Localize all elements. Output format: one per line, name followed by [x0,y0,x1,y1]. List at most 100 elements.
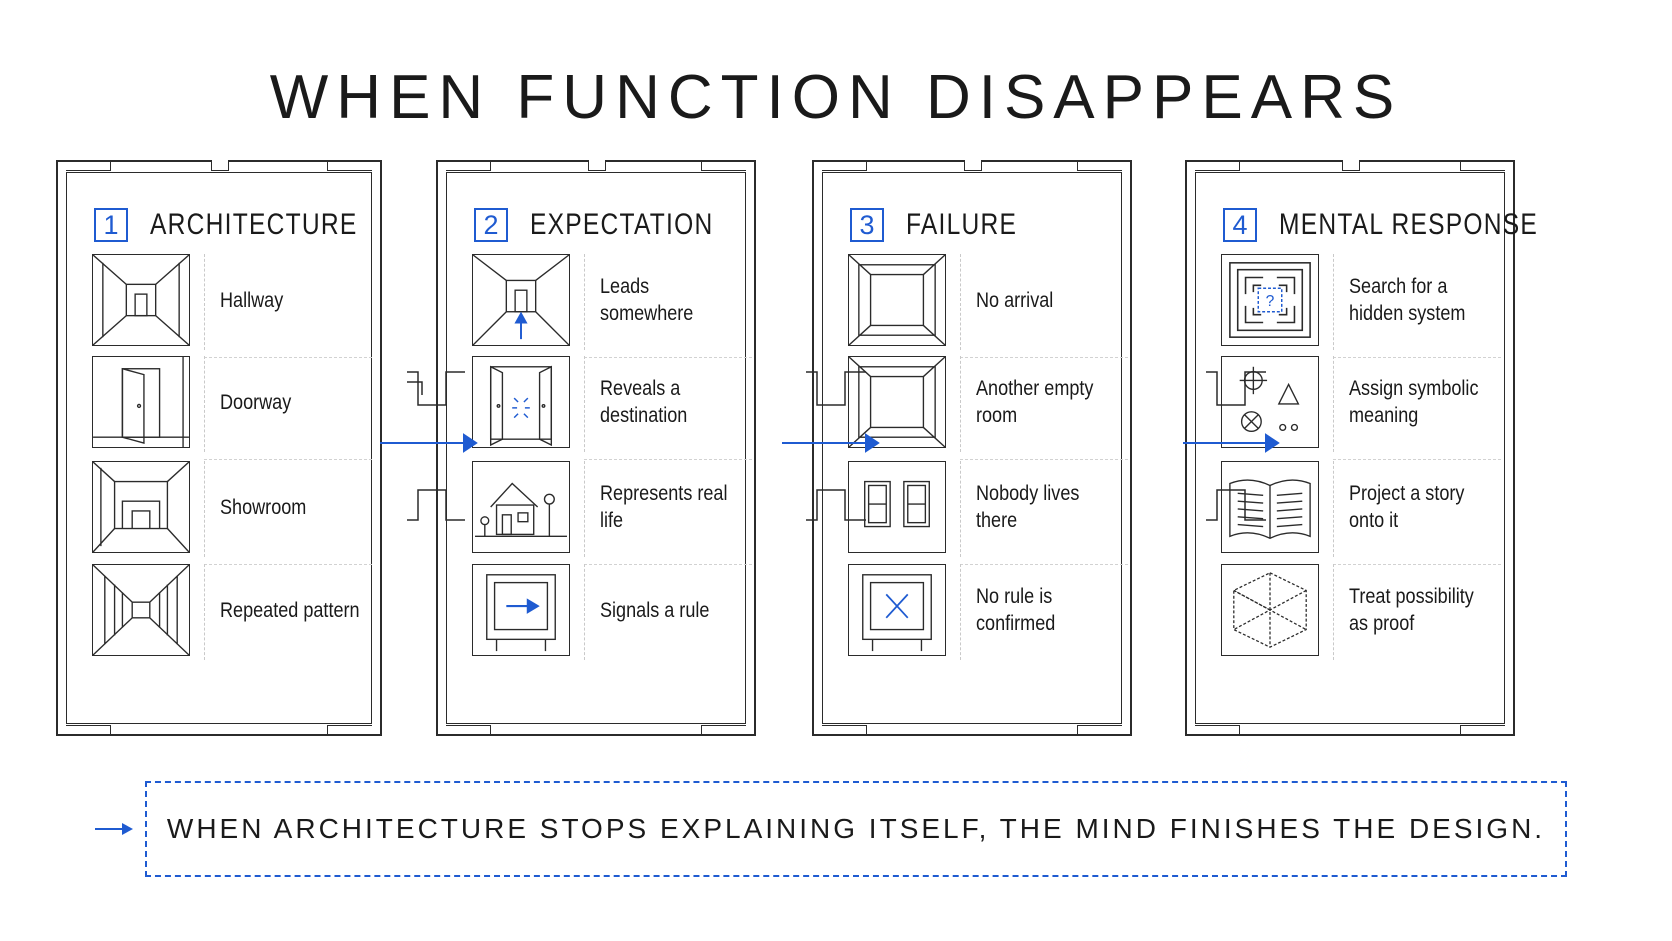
panel-header: 2 EXPECTATION [474,208,754,242]
item-label: Another empty room [976,377,1094,427]
repeated-pattern-icon [92,564,190,656]
windows-icon [848,461,946,553]
frame-corner [1077,725,1122,736]
panel-inner-frame [822,172,1122,724]
stage-title: FAILURE [906,208,1018,241]
hallway-arrow-icon [472,254,570,346]
stage-title: ARCHITECTURE [150,208,358,241]
row-divider [584,357,752,358]
item-divider [584,254,585,350]
row-divider [1333,357,1501,358]
frame-notch [211,160,229,171]
stage-item: Doorway [92,356,372,460]
house-icon [472,461,570,553]
row-divider [960,564,1128,565]
hallway-icon [92,254,190,346]
item-label: Assign symbolic meaning [1349,377,1479,427]
frame-corner [1195,160,1240,171]
stage-item: Project a story onto it [1221,461,1501,565]
frame-corner [327,725,372,736]
item-label: Project a story onto it [1349,482,1465,532]
frame-corner [822,725,867,736]
frame-corner [822,160,867,171]
stage-item: ? Search for a hidden system [1221,254,1501,358]
item-divider [1333,356,1334,452]
item-label: Leads somewhere [600,275,694,325]
frame-notch [964,160,982,171]
stage-item: Signals a rule [472,564,752,660]
row-divider [584,564,752,565]
frame-corner [66,160,111,171]
item-divider [204,564,205,660]
conclusion-banner: WHEN ARCHITECTURE STOPS EXPLAINING ITSEL… [145,781,1567,877]
stage-panel-4: 4 MENTAL RESPONSE ? Search for a hidden s… [1185,160,1537,736]
row-divider [204,564,372,565]
frame-corner [66,725,111,736]
panel-inner-frame [66,172,372,724]
stage-item: No arrival [848,254,1128,358]
item-label: Search for a hidden system [1349,275,1466,325]
frame-corner [446,725,491,736]
banner-arrow-icon [95,823,133,835]
empty-room-icon [848,356,946,448]
symbols-icon [1221,356,1319,448]
panel-header: 1 ARCHITECTURE [94,208,403,242]
panel-inner-frame [1195,172,1505,724]
stage-panel-2: 2 EXPECTATION Leads somewhere Reveals a … [436,160,756,736]
stage-item: Repeated pattern [92,564,372,660]
item-label: Nobody lives there [976,482,1080,532]
row-divider [1333,564,1501,565]
item-label: Treat possibility as proof [1349,585,1474,635]
row-divider [960,357,1128,358]
stage-item: Assign symbolic meaning [1221,356,1501,460]
item-label: Doorway [220,390,292,414]
stage-title: EXPECTATION [530,208,714,241]
item-divider [960,564,961,660]
row-divider [1333,459,1501,460]
item-label: No arrival [976,288,1054,312]
empty-room-icon [848,254,946,346]
panel-inner-frame [446,172,746,724]
item-divider [960,356,961,452]
item-label: Showroom [220,495,307,519]
stage-panel-3: 3 FAILURE No arrival Another empty room … [812,160,1132,736]
frame-corner [446,160,491,171]
stage-panel-1: 1 ARCHITECTURE Hallway Doorway Showroom … [56,160,382,736]
stage-item: Nobody lives there [848,461,1128,565]
row-divider [960,459,1128,460]
panel-header: 3 FAILURE [850,208,1042,242]
showroom-icon [92,461,190,553]
stage-title: MENTAL RESPONSE [1279,208,1539,241]
stage-number: 4 [1223,208,1257,242]
dashed-cube-icon [1221,564,1319,656]
item-label: Reveals a destination [600,377,688,427]
item-divider [1333,461,1334,557]
sign-arrow-icon [472,564,570,656]
stage-item: Hallway [92,254,372,358]
maze-question-icon: ? [1221,254,1319,346]
page-title: WHEN FUNCTION DISAPPEARS [269,63,1403,132]
frame-corner [701,725,746,736]
stage-number: 1 [94,208,128,242]
item-label: Signals a rule [600,598,710,622]
panel-header: 4 MENTAL RESPONSE [1223,208,1595,242]
item-divider [1333,564,1334,660]
open-book-icon [1221,461,1319,553]
item-divider [584,564,585,660]
row-divider [204,357,372,358]
open-doors-icon [472,356,570,448]
item-label: Hallway [220,288,284,312]
stage-item: Another empty room [848,356,1128,460]
item-divider [204,461,205,557]
item-divider [204,356,205,452]
stage-item: Leads somewhere [472,254,752,358]
row-divider [584,459,752,460]
stage-item: Reveals a destination [472,356,752,460]
stage-number: 3 [850,208,884,242]
stage-item: Showroom [92,461,372,565]
item-divider [960,254,961,350]
item-divider [584,356,585,452]
frame-corner [327,160,372,171]
frame-corner [1460,160,1505,171]
stage-item: No rule is confirmed [848,564,1128,660]
